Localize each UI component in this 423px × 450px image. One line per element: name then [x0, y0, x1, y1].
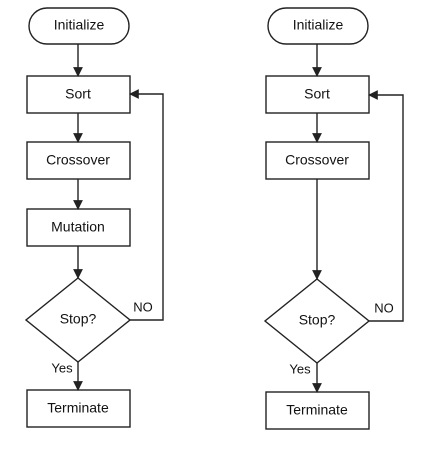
left-mutation-label: Mutation — [51, 219, 105, 235]
left-initialize-node: Initialize — [28, 7, 130, 45]
right-no-label: NO — [374, 300, 394, 315]
right-stop-decision: Stop? — [263, 278, 371, 364]
flowchart-right: Initialize Sort Crossover Stop? Terminat… — [263, 7, 404, 430]
left-initialize-label: Initialize — [54, 17, 105, 33]
right-crossover-label: Crossover — [285, 152, 349, 168]
right-terminate-label: Terminate — [286, 402, 348, 418]
right-stop-label: Stop? — [299, 312, 336, 328]
left-crossover-node: Crossover — [26, 141, 131, 180]
left-sort-label: Sort — [65, 86, 91, 102]
left-stop-decision: Stop? — [24, 277, 132, 363]
right-initialize-node: Initialize — [267, 7, 369, 45]
right-crossover-node: Crossover — [265, 141, 370, 180]
right-initialize-label: Initialize — [293, 17, 344, 33]
flowchart-left: Initialize Sort Crossover Mutation Stop?… — [24, 7, 164, 428]
right-edge-stop-sort-loop — [368, 90, 404, 322]
right-terminate-node: Terminate — [265, 391, 370, 430]
left-no-label: NO — [133, 299, 153, 314]
left-stop-label: Stop? — [60, 311, 97, 327]
left-edge-stop-sort-loop — [129, 89, 164, 321]
left-terminate-node: Terminate — [26, 389, 131, 428]
right-yes-label: Yes — [289, 361, 311, 376]
left-sort-node: Sort — [26, 75, 131, 114]
left-mutation-node: Mutation — [26, 208, 131, 247]
left-yes-label: Yes — [51, 360, 73, 375]
left-terminate-label: Terminate — [47, 400, 109, 416]
right-sort-label: Sort — [304, 86, 330, 102]
left-crossover-label: Crossover — [46, 152, 110, 168]
right-sort-node: Sort — [265, 75, 370, 114]
